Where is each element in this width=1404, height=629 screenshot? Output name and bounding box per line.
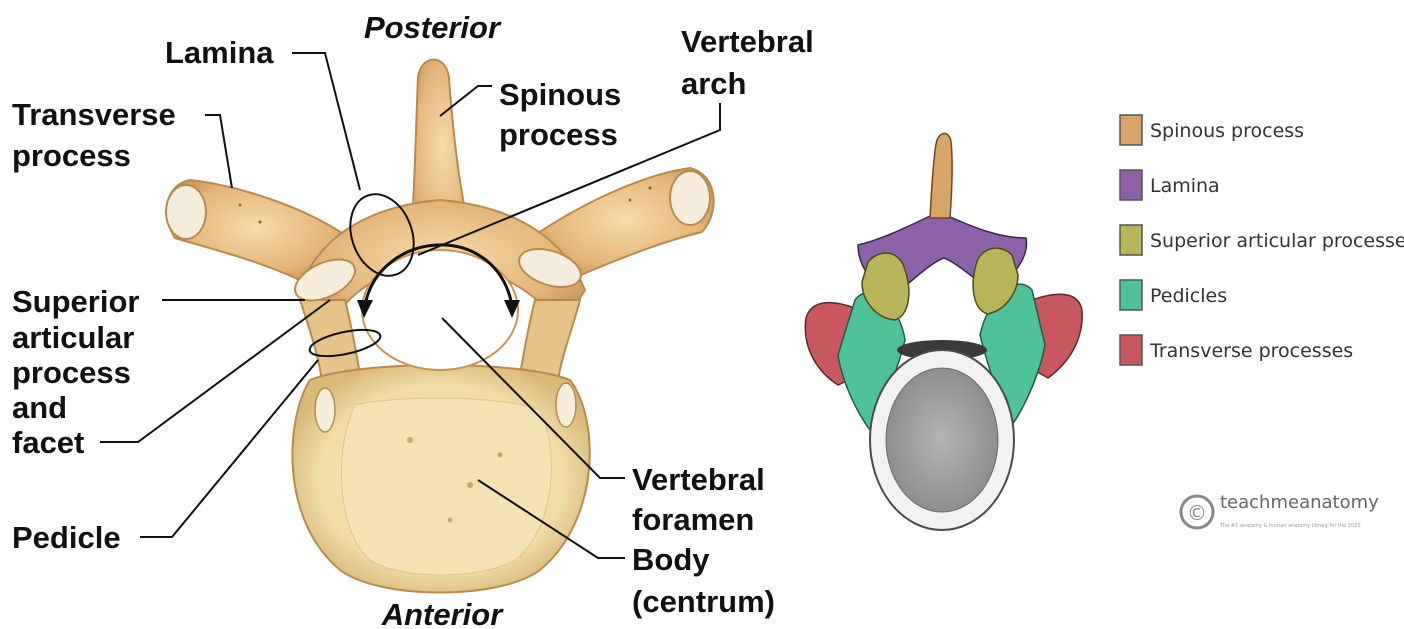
body-pore: [448, 518, 453, 523]
label-superior-articular-line5: facet: [12, 425, 84, 460]
label-superior-articular-line3: process: [12, 355, 131, 390]
bone-pore: [259, 221, 262, 224]
body-pore: [407, 437, 413, 443]
legend-label-5: Transverse processes: [1149, 340, 1353, 362]
label-body-line1: Body: [632, 542, 710, 577]
legend-swatch-2: [1120, 170, 1142, 200]
label-superior-articular-line2: articular: [12, 320, 134, 355]
vertebral-body-trabecular: [341, 398, 551, 575]
body-pore: [498, 453, 503, 458]
bone-pore: [649, 187, 652, 190]
label-lamina: Lamina: [165, 35, 274, 70]
body-facet-right: [556, 383, 576, 427]
label-vertebral-foramen-line2: foramen: [632, 502, 754, 537]
leader-transverse: [205, 115, 232, 188]
label-superior-articular-line1: Superior: [12, 284, 139, 319]
pedicle-left-shape: [300, 300, 360, 380]
label-posterior: Posterior: [364, 10, 502, 45]
label-vertebral-arch-line1: Vertebral: [681, 24, 814, 59]
leader-pedicle: [140, 360, 318, 537]
legend-swatch-5: [1120, 335, 1142, 365]
label-vertebral-foramen-line1: Vertebral: [632, 462, 765, 497]
legend-swatch-1: [1120, 115, 1142, 145]
body-facet-left: [315, 388, 335, 432]
cc-body-trabecular: [886, 368, 998, 512]
label-spinous-process-line2: process: [499, 117, 618, 152]
label-pedicle: Pedicle: [12, 520, 121, 555]
color-coded-vertebra: [805, 133, 1082, 530]
legend-swatch-3: [1120, 225, 1142, 255]
legend-label-2: Lamina: [1150, 175, 1220, 197]
transverse-tip-left: [166, 185, 206, 239]
label-transverse-process-line1: Transverse: [12, 97, 176, 132]
label-vertebral-arch-line2: arch: [681, 66, 746, 101]
watermark-text: teachmeanatomy: [1220, 492, 1379, 513]
legend-label-1: Spinous process: [1150, 120, 1304, 142]
bone-pore: [239, 204, 242, 207]
leader-lamina: [292, 53, 360, 190]
legend-swatch-4: [1120, 280, 1142, 310]
label-anterior: Anterior: [381, 597, 505, 629]
cc-spinous: [930, 133, 952, 218]
label-body-line2: (centrum): [632, 584, 775, 619]
legend-label-4: Pedicles: [1150, 285, 1227, 307]
body-pore: [467, 482, 473, 488]
label-superior-articular-line4: and: [12, 390, 67, 425]
transverse-tip-right: [670, 171, 710, 225]
legend-label-3: Superior articular processes: [1150, 230, 1404, 252]
bone-pore: [629, 199, 632, 202]
watermark: © teachmeanatomy The #1 anatomy & human …: [1181, 492, 1379, 529]
copyright-symbol: ©: [1187, 501, 1207, 525]
label-spinous-process-line1: Spinous: [499, 77, 621, 112]
label-transverse-process-line2: process: [12, 138, 131, 173]
pedicle-right-shape: [520, 300, 580, 380]
watermark-subtext: The #1 anatomy & human anatomy library f…: [1219, 523, 1361, 529]
